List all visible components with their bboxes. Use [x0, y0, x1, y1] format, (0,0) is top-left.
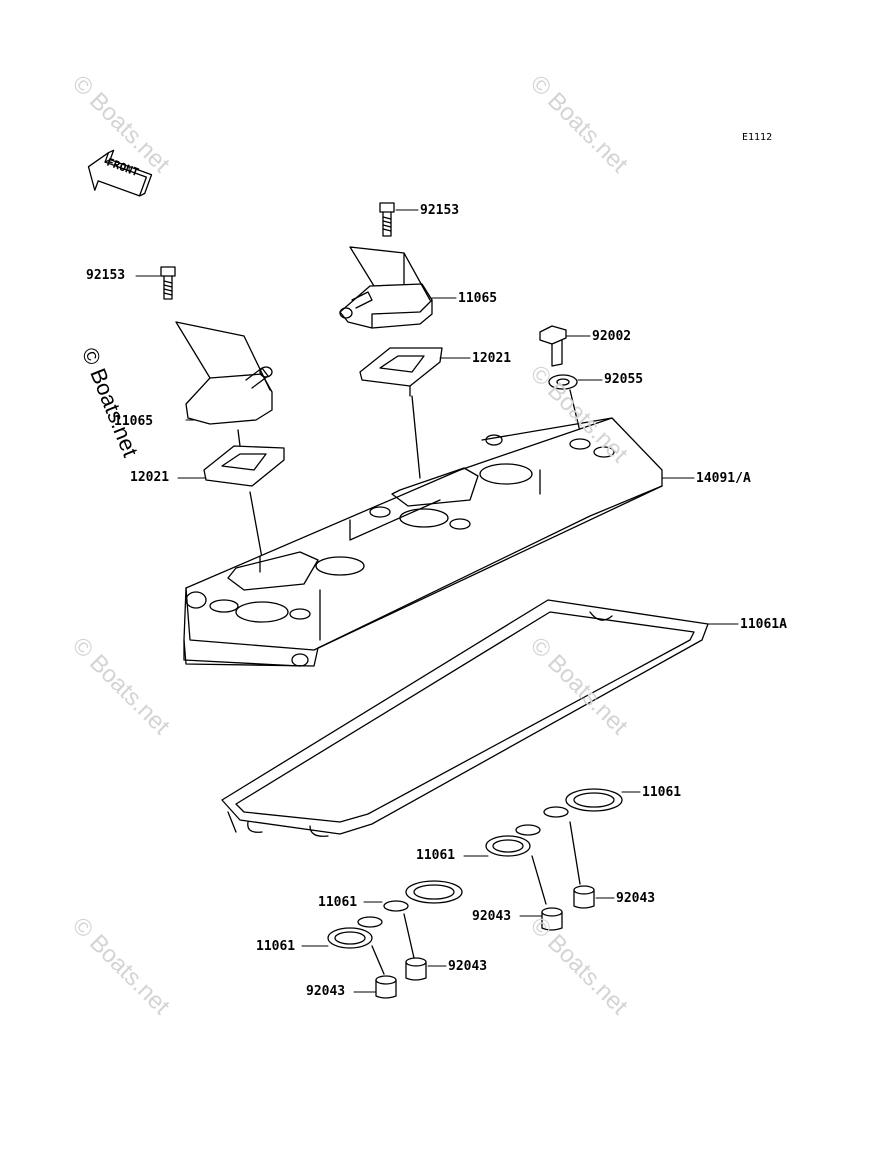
front-arrow-icon [87, 149, 153, 197]
part-label-11061-d[interactable]: 11061 [256, 939, 296, 954]
part-label-11061-b[interactable]: 11061 [416, 848, 456, 863]
gasket-11061A [221, 599, 709, 837]
part-label-12021-left[interactable]: 12021 [130, 470, 170, 485]
part-label-12021-right[interactable]: 12021 [472, 351, 512, 366]
part-label-92153-left[interactable]: 92153 [86, 268, 126, 283]
part-label-92043-a[interactable]: 92043 [616, 891, 656, 906]
part-label-92153-right[interactable]: 92153 [420, 203, 460, 218]
dowel-92043-left-b [375, 975, 397, 999]
oring-set-right [485, 788, 623, 905]
cover-11065-right [339, 246, 433, 329]
bolt-92153-right [379, 202, 395, 237]
bolt-92153-left [160, 266, 176, 300]
part-label-14091A[interactable]: 14091/A [696, 471, 751, 486]
part-label-11061-c[interactable]: 11061 [318, 895, 358, 910]
cover-11065-left [175, 321, 273, 425]
part-label-11065-right[interactable]: 11065 [458, 291, 498, 306]
gasket-12021-right [359, 347, 443, 479]
diagram-id: E1112 [742, 132, 773, 143]
part-label-92043-c[interactable]: 92043 [448, 959, 488, 974]
part-label-92002[interactable]: 92002 [592, 329, 632, 344]
part-label-11065-left[interactable]: 11065 [114, 414, 154, 429]
part-label-11061-a[interactable]: 11061 [642, 785, 682, 800]
bolt-92002 [539, 325, 567, 367]
part-label-11061A[interactable]: 11061A [740, 617, 787, 632]
leader-lines [135, 209, 739, 993]
part-label-92055[interactable]: 92055 [604, 372, 644, 387]
head-cover-14091 [183, 417, 663, 667]
oring-set-left [327, 880, 463, 975]
part-label-92043-b[interactable]: 92043 [472, 909, 512, 924]
dowel-92043-right-b [541, 907, 563, 931]
dowel-92043-right-a [573, 885, 595, 909]
dowel-92043-left-a [405, 957, 427, 981]
part-label-92043-d[interactable]: 92043 [306, 984, 346, 999]
